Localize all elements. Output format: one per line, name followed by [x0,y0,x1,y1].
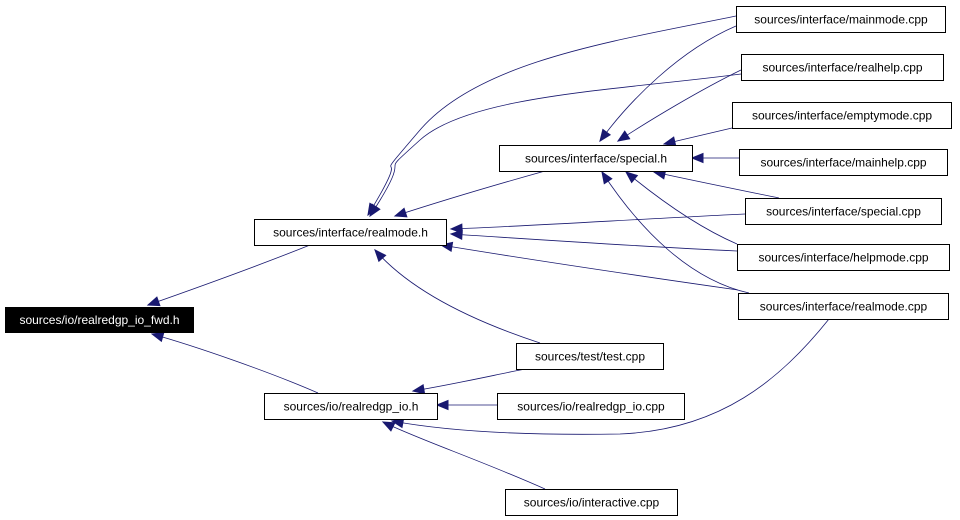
node-interactive_cpp[interactable]: sources/io/interactive.cpp [505,489,678,516]
node-box [739,149,948,176]
node-special_h[interactable]: sources/interface/special.h [499,145,693,172]
arrowhead-realhelp_cpp-to-special_h [616,130,631,142]
arrowhead-realmode_h-to-realredgp_io_fwd [146,296,161,307]
edge-special_cpp-to-special_h [653,171,780,199]
node-box [736,6,946,33]
edge-special_h-to-realmode_h [394,170,546,217]
arrowhead-helpmode_cpp-to-realmode_h [449,229,463,240]
node-realredgp_io_fwd: sources/io/realredgp_io_fwd.h [5,307,194,333]
node-label: sources/interface/realmode.h [273,226,428,240]
arrowhead-realredgp_io_h-to-realredgp_io_fwd [150,332,165,343]
node-box [264,393,438,420]
node-label: sources/interface/mainmode.cpp [754,13,928,27]
node-box [505,489,678,516]
node-label: sources/io/realredgp_io.h [284,400,419,414]
node-label: sources/interface/emptymode.cpp [752,109,932,123]
arrowhead-interactive_cpp-to-realredgp_io_h [381,421,396,432]
node-realredgp_io_cpp[interactable]: sources/io/realredgp_io.cpp [497,393,685,420]
edge-realmode_cpp-to-special_h [601,171,750,294]
edge-mainmode_cpp-to-special_h [599,25,737,142]
node-box [254,219,447,246]
node-label: sources/test/test.cpp [535,350,645,364]
node-realmode_cpp[interactable]: sources/interface/realmode.cpp [738,293,949,320]
node-label: sources/io/realredgp_io.cpp [517,400,665,414]
edge-test_cpp-to-realmode_h [374,249,541,344]
node-helpmode_cpp[interactable]: sources/interface/helpmode.cpp [737,244,950,271]
edge-interactive_cpp-to-realredgp_io_h [382,421,546,490]
node-realmode_h[interactable]: sources/interface/realmode.h [254,219,447,246]
arrowhead-realhelp_cpp-to-realmode_h [369,203,381,218]
arrowhead-mainmode_cpp-to-special_h [599,128,612,143]
nodes-layer: sources/io/realredgp_io_fwd.h sources/int… [5,6,952,516]
node-box [516,343,664,370]
arrowhead-mainhelp_cpp-to-special_h [690,152,704,164]
node-box [499,145,693,172]
node-label: sources/interface/helpmode.cpp [758,251,928,265]
node-test_cpp[interactable]: sources/test/test.cpp [516,343,664,370]
arrowhead-realmode_cpp-to-special_h [601,170,613,185]
node-box [5,307,194,333]
edge-realmode_cpp-to-realmode_h [440,244,739,291]
node-label: sources/interface/realhelp.cpp [762,61,922,75]
node-box [738,293,949,320]
node-box [737,244,950,271]
edges-layer [146,15,830,490]
edge-helpmode_cpp-to-special_h [625,171,738,245]
node-emptymode_cpp[interactable]: sources/interface/emptymode.cpp [732,102,952,129]
node-label: sources/interface/special.cpp [766,205,921,219]
node-box [732,102,952,129]
arrowhead-test_cpp-to-realredgp_io_h [411,383,426,395]
edge-helpmode_cpp-to-realmode_h [450,233,738,252]
node-box [741,54,944,81]
edge-realredgp_io_h-to-realredgp_io_fwd [151,333,319,394]
node-box [497,393,685,420]
edge-special_cpp-to-realmode_h [450,213,746,230]
edge-realmode_h-to-realredgp_io_fwd [147,244,311,306]
node-realredgp_io_h[interactable]: sources/io/realredgp_io.h [264,393,438,420]
arrowhead-realredgp_io_cpp-to-realredgp_io_h [435,399,449,411]
arrowhead-test_cpp-to-realmode_h [374,249,387,263]
node-label: sources/io/realredgp_io_fwd.h [19,313,179,327]
arrowhead-special_h-to-realmode_h [393,207,408,218]
edge-test_cpp-to-realredgp_io_h [412,368,526,392]
edge-realmode_cpp-to-realredgp_io_h [391,318,830,435]
arrowhead-emptymode_cpp-to-special_h [662,136,677,147]
node-mainhelp_cpp[interactable]: sources/interface/mainhelp.cpp [739,149,948,176]
node-label: sources/interface/mainhelp.cpp [760,156,926,170]
node-mainmode_cpp[interactable]: sources/interface/mainmode.cpp [736,6,946,33]
edge-realhelp_cpp-to-realmode_h [369,73,742,217]
node-box [745,198,942,225]
arrowhead-helpmode_cpp-to-special_h [624,171,639,184]
node-label: sources/interface/realmode.cpp [760,300,928,314]
node-label: sources/io/interactive.cpp [524,496,660,510]
edge-realhelp_cpp-to-special_h [617,69,742,142]
node-special_cpp[interactable]: sources/interface/special.cpp [745,198,942,225]
edge-mainmode_cpp-to-realmode_h [367,15,737,216]
node-realhelp_cpp[interactable]: sources/interface/realhelp.cpp [741,54,944,81]
node-label: sources/interface/special.h [525,152,667,166]
